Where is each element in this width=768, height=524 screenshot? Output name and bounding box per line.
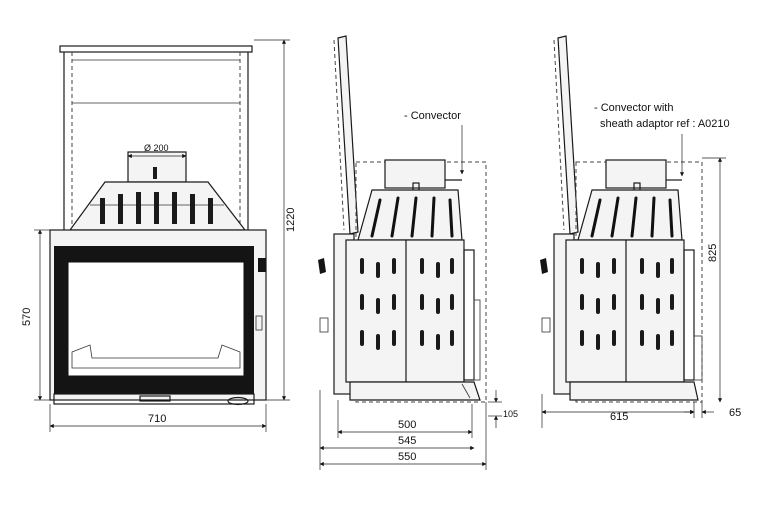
left-dim-105: 105: [503, 409, 518, 419]
front-diameter-label: Ø 200: [144, 143, 169, 153]
right-dim-615: 615: [610, 411, 628, 423]
front-hood-top: [59, 45, 253, 53]
right-flue-pipe: [557, 35, 579, 235]
front-door-height-label: 570: [21, 308, 33, 326]
right-callout-line1: - Convector with: [594, 102, 673, 114]
left-body-slots: [360, 258, 454, 350]
left-hood-slots: [370, 196, 454, 238]
front-hood-slots: [100, 192, 213, 224]
right-body-slots: [580, 258, 674, 350]
right-dim-825: 825: [707, 244, 719, 262]
front-glass: [67, 261, 245, 377]
right-insert-body: [565, 239, 685, 383]
right-dim-65: 65: [729, 407, 741, 419]
front-log-grate: [71, 344, 241, 369]
left-dim-545: 545: [398, 435, 416, 447]
front-view: Ø 200 1220 570 710: [21, 39, 297, 432]
right-hood-slots: [590, 196, 674, 238]
side-view-left: - Convector 500 545 550 105: [318, 35, 518, 470]
left-flue-pipe: [337, 35, 359, 235]
front-width-label: 710: [148, 413, 166, 425]
front-height-label: 1220: [285, 208, 297, 232]
left-callout: - Convector: [404, 110, 461, 122]
right-callout-line2: sheath adaptor ref : A0210: [600, 118, 730, 130]
left-dim-550: 550: [398, 451, 416, 463]
left-dim-500: 500: [398, 419, 416, 431]
left-insert-body: [345, 239, 465, 383]
side-view-right: - Convector with sheath adaptor ref : A0…: [540, 35, 741, 428]
